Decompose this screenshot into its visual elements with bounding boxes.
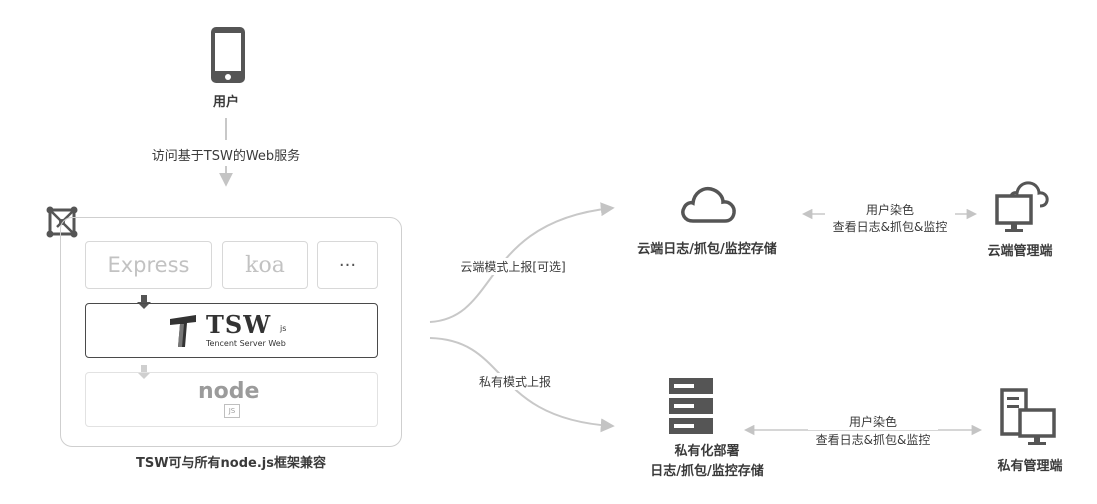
framework-more: ··· xyxy=(317,241,378,289)
private-admin-label: 私有管理端 xyxy=(997,459,1063,474)
tsw-name: TSW xyxy=(206,310,272,339)
private-route-label: 私有模式上报 xyxy=(460,373,570,390)
cloud-admin-label: 云端管理端 xyxy=(987,244,1053,259)
private-storage-line2: 日志/抓包/监控存储 xyxy=(650,464,764,479)
private-link-line2: 查看日志&抓包&监控 xyxy=(798,431,948,448)
private-link-line1: 用户染色 xyxy=(808,413,938,430)
framework-express: Express xyxy=(85,241,212,289)
node-js-badge: JS xyxy=(224,404,240,418)
private-storage-line1: 私有化部署 xyxy=(674,444,740,459)
tsw-box: TSW js Tencent Server Web xyxy=(85,303,378,358)
server-monitor-icon xyxy=(1000,388,1058,452)
access-label: 访问基于TSW的Web服务 xyxy=(146,145,306,164)
server-icon xyxy=(669,378,713,440)
cloud-link-line1: 用户染色 xyxy=(825,201,955,218)
user-label: 用户 xyxy=(212,95,239,110)
cloud-monitor-icon xyxy=(994,174,1050,238)
compat-caption: TSW可与所有node.js框架兼容 xyxy=(135,456,326,471)
tsw-subtitle: Tencent Server Web xyxy=(206,339,286,348)
framework-koa: koa xyxy=(222,241,308,289)
cloud-storage-label: 云端日志/抓包/监控存储 xyxy=(637,242,777,257)
tsw-suffix: js xyxy=(280,324,287,333)
tsw-t-logo-icon xyxy=(168,313,198,353)
phone-icon xyxy=(210,26,246,88)
cloud-route-label: 云端模式上报[可选] xyxy=(446,258,580,275)
cloud-icon xyxy=(679,183,737,229)
node-logo: node xyxy=(198,379,260,404)
down-arrow-faded-icon xyxy=(137,364,151,383)
framework-container xyxy=(60,217,402,447)
tsw-logo-mark-icon xyxy=(45,205,79,243)
node-box: node JS xyxy=(85,372,378,427)
cloud-link-line2: 查看日志&抓包&监控 xyxy=(815,218,965,235)
